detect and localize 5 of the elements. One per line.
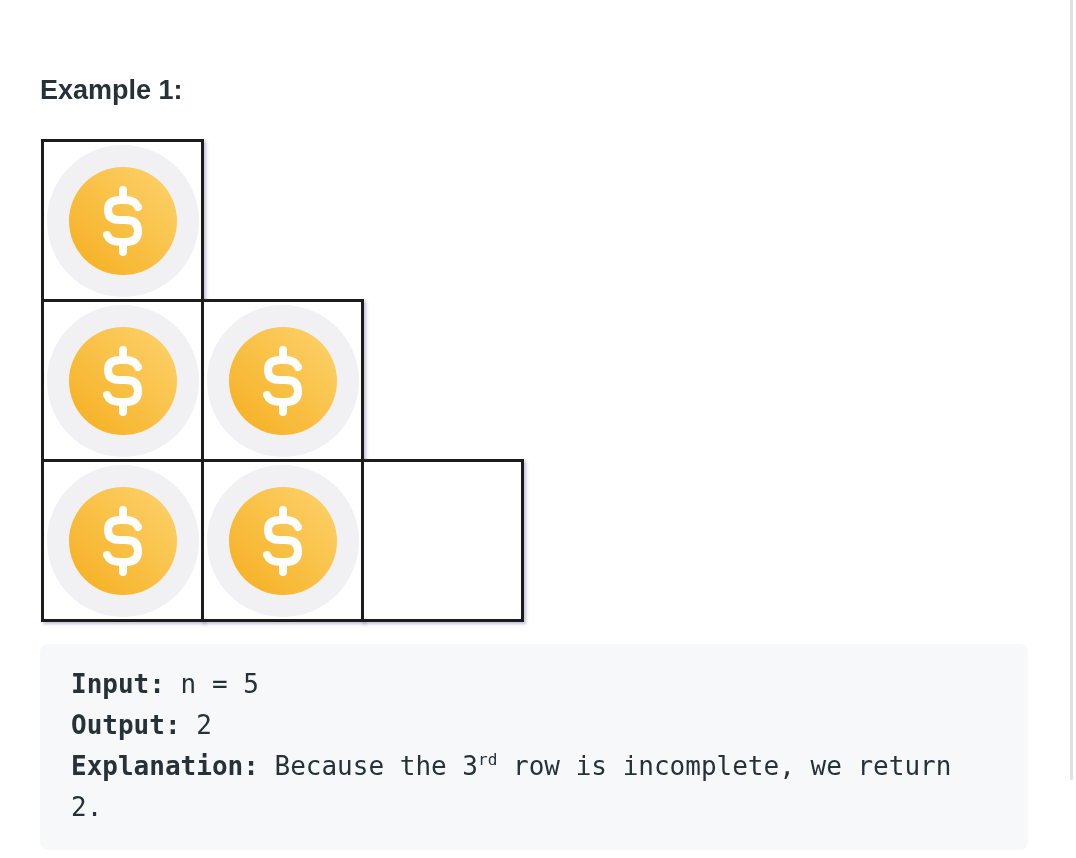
explanation-text: Explanation: Because the 3$^{rd}$ row is incomplete, we return 2. <box>71 749 953 824</box>
grid-cell <box>361 459 524 622</box>
output-line: Output: 2 <box>71 709 213 742</box>
input-line: Input: n = 5 <box>71 668 260 701</box>
heading: Example 1: <box>40 74 183 106</box>
